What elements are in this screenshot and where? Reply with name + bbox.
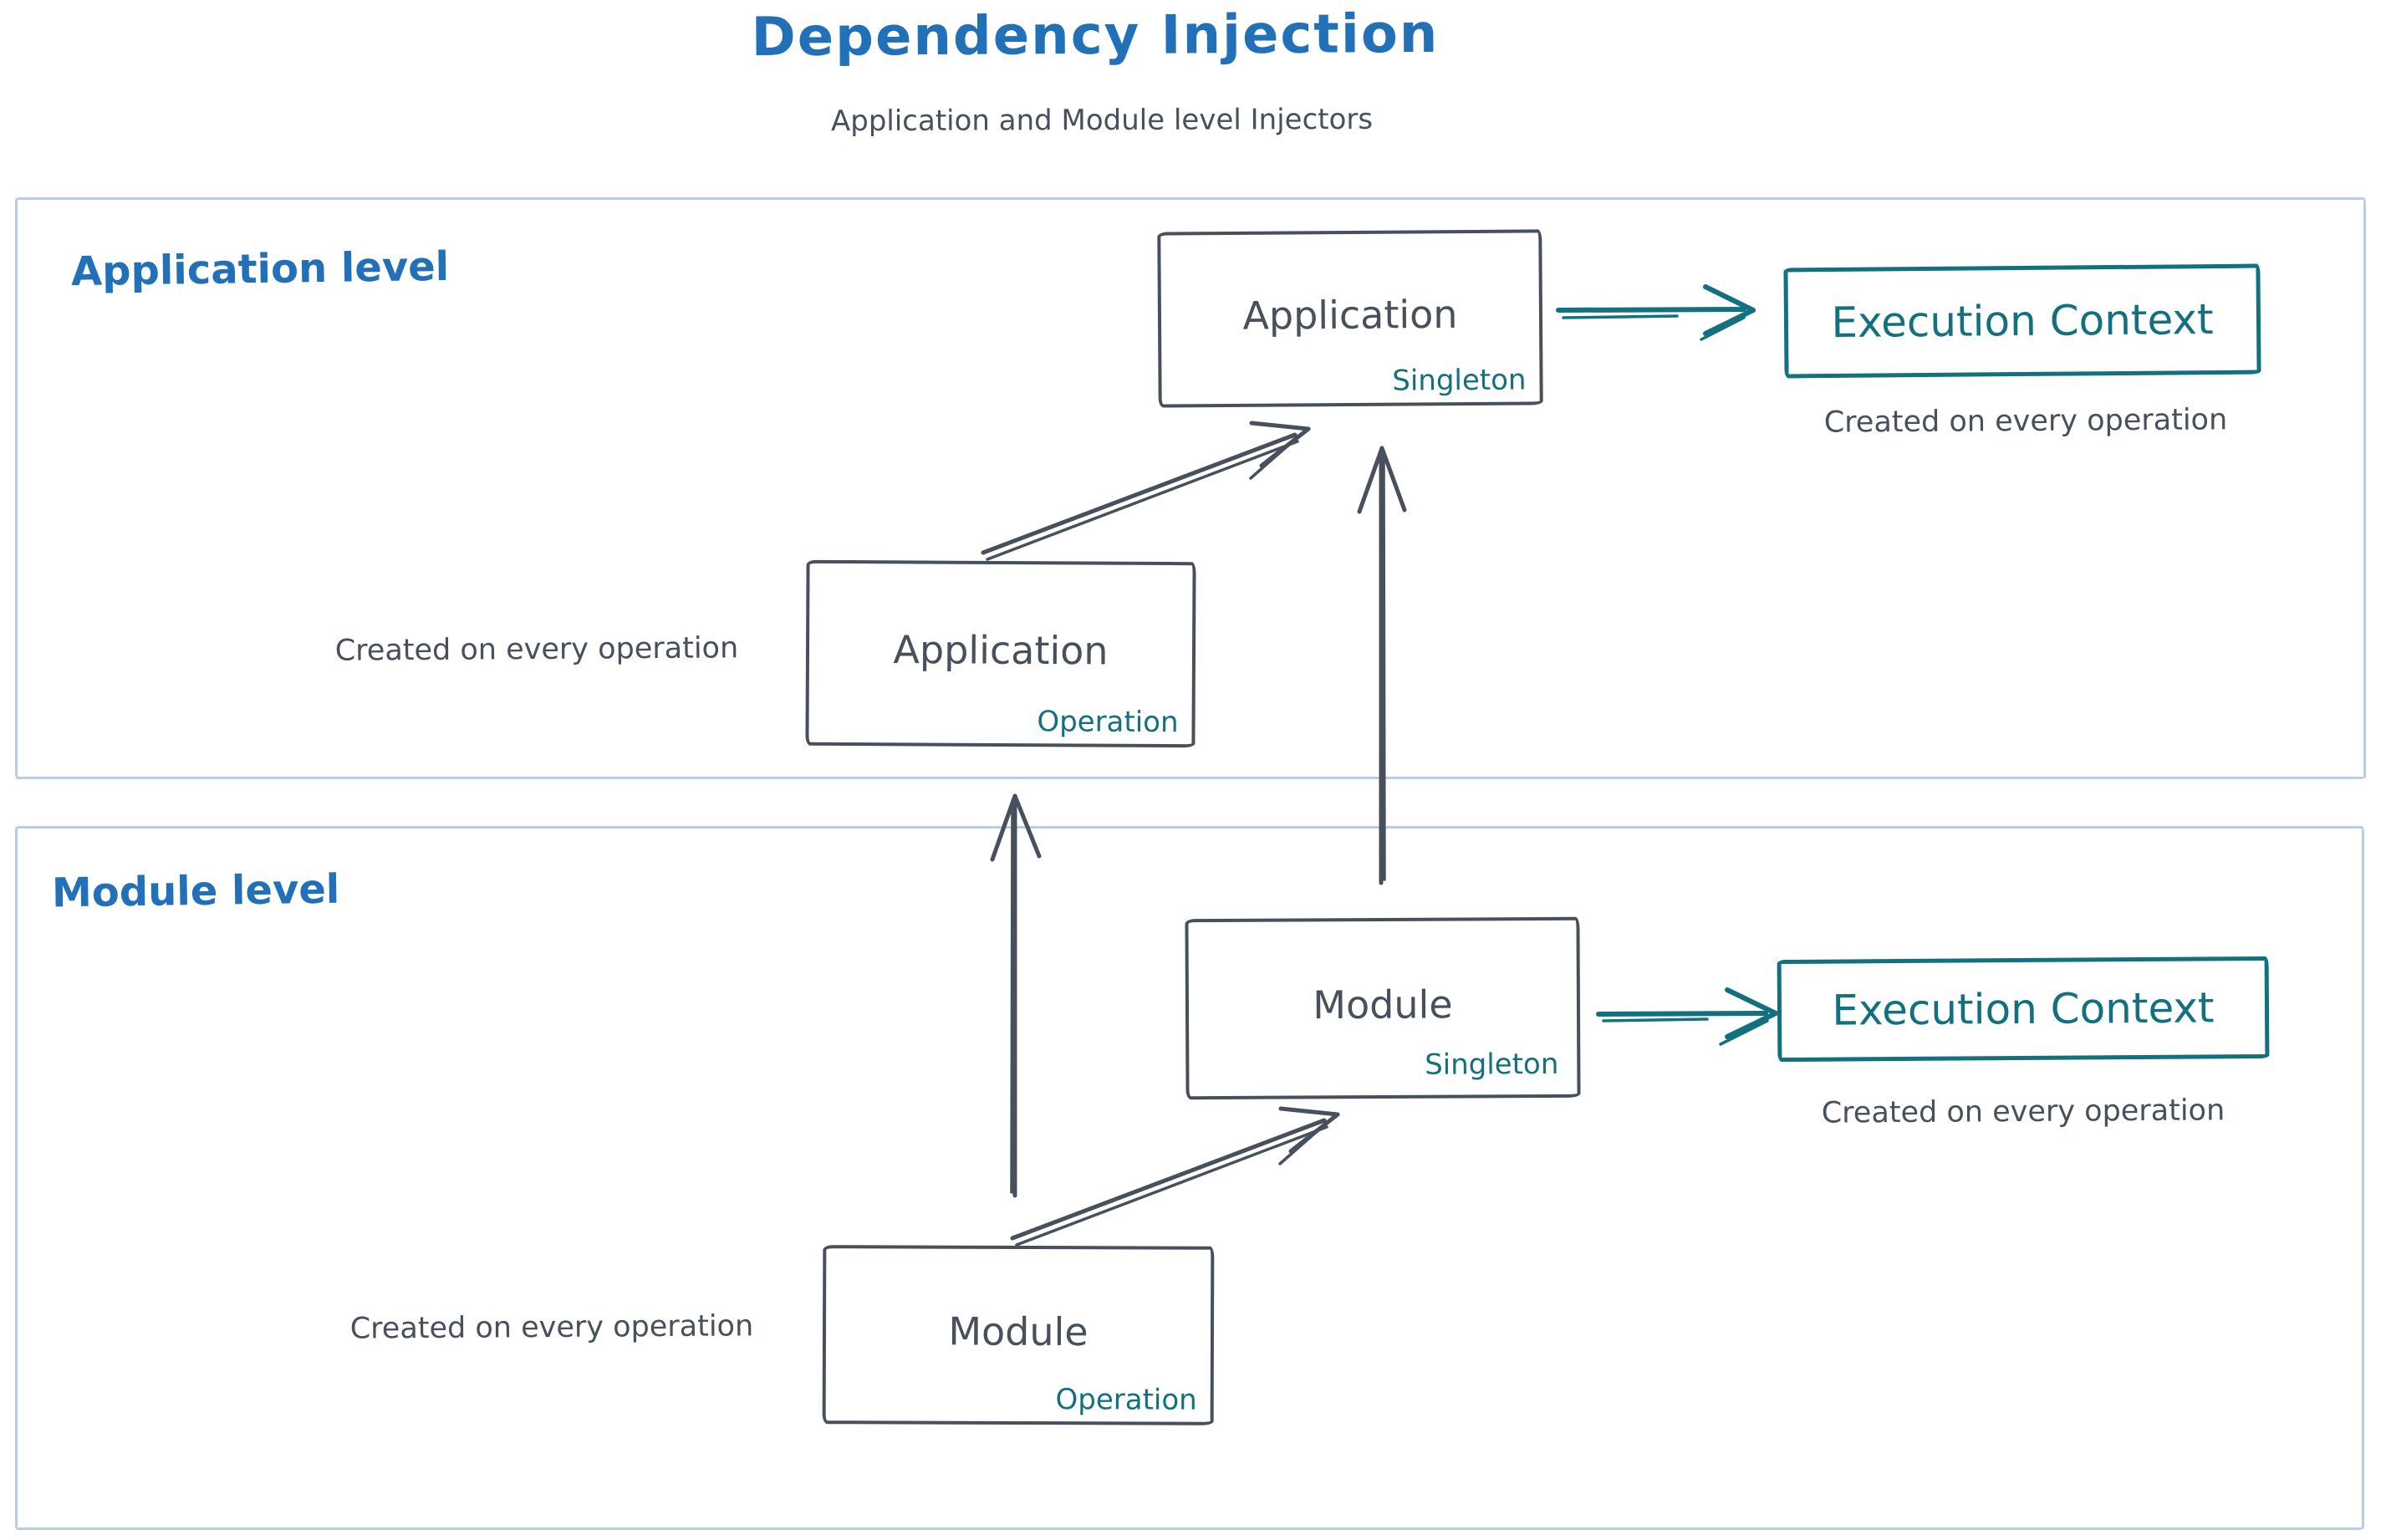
app-singleton-box-scope: Singleton xyxy=(1392,363,1527,398)
module-level-label: Module level xyxy=(51,865,340,917)
page-subtitle: Application and Module level Injectors xyxy=(830,102,1374,139)
app-operation-box-title: Application xyxy=(893,627,1109,674)
app-operation-caption: Created on every operation xyxy=(334,631,739,668)
app-execution-context-label: Execution Context xyxy=(1831,295,2214,347)
module-execution-caption: Created on every operation xyxy=(1821,1094,2225,1130)
app-singleton-box-title: Application xyxy=(1242,291,1458,339)
page-title: Dependency Injection xyxy=(751,3,1440,69)
application-level-label: Application level xyxy=(70,242,450,296)
application-level-container xyxy=(15,197,2366,779)
app-operation-box: Application Operation xyxy=(805,559,1196,748)
module-execution-context-label: Execution Context xyxy=(1832,983,2215,1035)
module-operation-box: Module Operation xyxy=(822,1245,1215,1425)
app-execution-context-box: Execution Context xyxy=(1783,263,2261,379)
module-operation-box-title: Module xyxy=(948,1308,1088,1354)
module-singleton-box: Module Singleton xyxy=(1185,916,1581,1100)
module-singleton-box-title: Module xyxy=(1313,982,1453,1028)
app-execution-caption: Created on every operation xyxy=(1823,403,2228,440)
module-operation-box-scope: Operation xyxy=(1055,1383,1197,1417)
app-operation-box-scope: Operation xyxy=(1037,705,1179,740)
module-level-container xyxy=(15,826,2364,1530)
module-operation-caption: Created on every operation xyxy=(349,1309,754,1346)
app-singleton-box: Application Singleton xyxy=(1157,229,1543,408)
module-execution-context-box: Execution Context xyxy=(1777,956,2270,1063)
module-singleton-box-scope: Singleton xyxy=(1425,1047,1559,1082)
